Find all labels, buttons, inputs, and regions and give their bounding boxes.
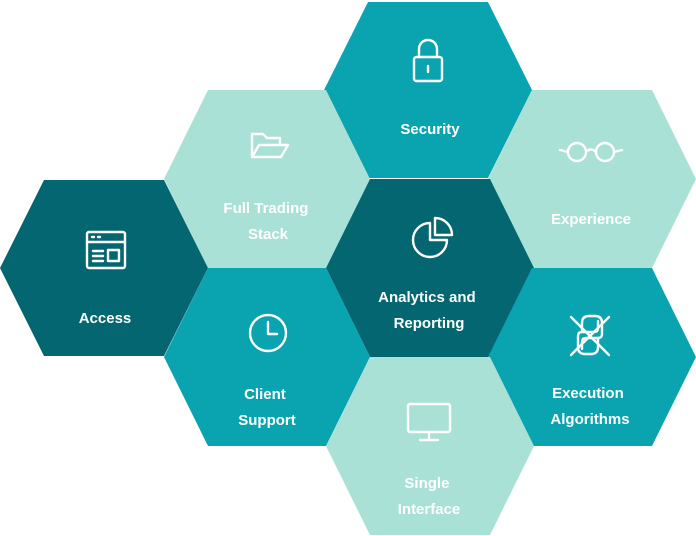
hex-full-trading-stack-label: Full Trading Stack [223,200,312,243]
hex-security-label: Security [400,121,460,138]
hex-single-interface: Single Interface [326,357,534,535]
hex-access-label: Access [79,310,132,327]
monitor-icon [406,402,452,442]
hex-full-trading-stack-shape [164,90,370,268]
hex-single-interface-shape [326,357,534,535]
hex-experience: Experience [488,90,696,268]
hex-experience-label: Experience [551,211,631,228]
hex-analytics: Analytics and Reporting [326,179,534,357]
hex-client-support-label: Client Support [238,386,296,429]
hex-analytics-label: Analytics and Reporting [378,289,480,332]
pie-chart-icon [411,216,454,259]
hex-execution: Execution Algorithms [488,268,696,446]
folder-open-icon [250,132,290,159]
python-logo-crossed-icon [569,314,611,357]
glasses-icon [558,141,624,163]
hex-client-support: Client Support [164,268,370,446]
hex-execution-shape [488,268,696,446]
hex-execution-label: Execution Algorithms [550,385,629,428]
hex-experience-shape [488,90,696,268]
hex-security-shape [324,2,532,178]
hex-full-trading-stack: Full Trading Stack [164,90,370,268]
hex-analytics-shape [326,179,534,357]
lock-icon [412,38,444,83]
hex-access: Access [0,180,208,356]
browser-window-icon [85,230,127,270]
hex-client-support-shape [164,268,370,446]
clock-icon [248,313,288,353]
hex-single-interface-label: Single Interface [398,475,461,518]
hex-security: Security [324,2,532,178]
